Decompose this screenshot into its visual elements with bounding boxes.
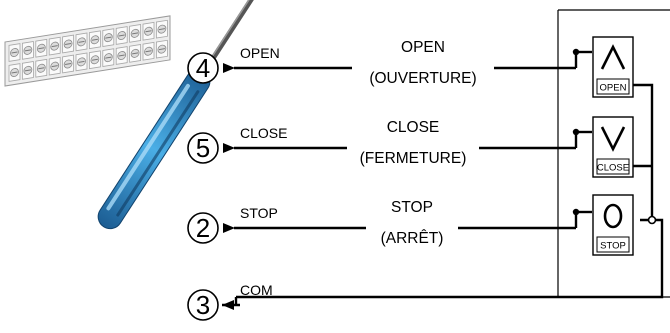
signal-caption-line1: OPEN	[401, 39, 445, 56]
chevron-up-icon	[600, 44, 626, 70]
terminal-block-illustration	[4, 15, 171, 87]
terminal-number: 5	[196, 133, 210, 163]
signal-caption-line2: (OUVERTURE)	[369, 70, 476, 87]
close-button[interactable]: CLOSE	[572, 116, 634, 178]
terminal-number: 2	[196, 213, 210, 243]
signal-caption-line1: CLOSE	[387, 119, 440, 136]
terminal-number: 4	[196, 53, 210, 83]
chevron-down-icon	[600, 126, 626, 152]
terminal-number-circle	[187, 132, 219, 164]
junction-dot	[647, 215, 657, 225]
terminal-number: 3	[196, 290, 210, 320]
signal-caption-line2: (ARRÊT)	[381, 230, 444, 247]
terminal-number-circle	[187, 52, 219, 84]
button-label: STOP	[600, 241, 626, 252]
terminal-number-circle	[187, 289, 219, 321]
terminal-label: COM	[240, 282, 273, 298]
signal-caption-line1: STOP	[391, 199, 433, 216]
screwdriver-illustration	[97, 0, 256, 230]
terminal-label: CLOSE	[240, 125, 287, 141]
button-label: OPEN	[600, 83, 627, 94]
com-arrow-head	[222, 300, 234, 310]
terminal-number-circle	[187, 212, 219, 244]
stop-button[interactable]: STOP	[572, 194, 634, 256]
signal-caption-line2: (FERMETURE)	[360, 150, 467, 167]
button-label: CLOSE	[597, 163, 629, 174]
terminal-label: OPEN	[240, 45, 280, 61]
terminal-row-close: 5 CLOSE CLOSE (FERMETURE)	[187, 119, 576, 167]
terminal-row-open: 4 OPEN OPEN (OUVERTURE)	[187, 39, 576, 87]
terminal-row-com: 3 COM	[187, 282, 273, 321]
open-button[interactable]: OPEN	[572, 36, 634, 98]
circle-o-icon	[603, 203, 623, 229]
terminal-label: STOP	[240, 205, 278, 221]
terminal-row-stop: 2 STOP STOP (ARRÊT)	[187, 199, 576, 247]
common-bus-wiring	[236, 83, 664, 299]
